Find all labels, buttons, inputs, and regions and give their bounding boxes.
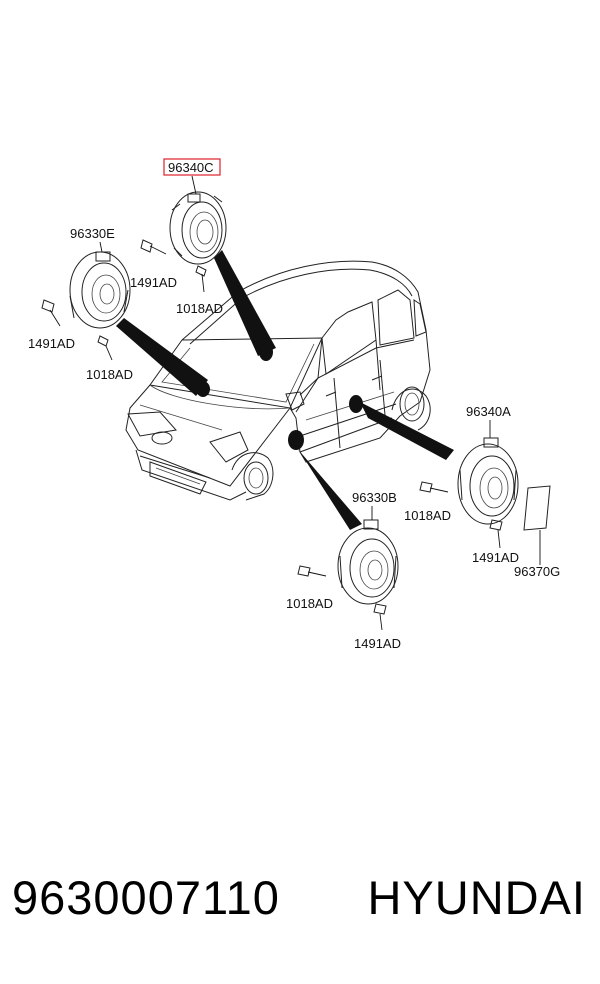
label-1491ad-a: 1491AD	[130, 275, 177, 290]
footer: 9630007110 HYUNDAI	[0, 870, 600, 950]
label-96330e: 96330E	[70, 226, 115, 241]
leader-arrows	[116, 250, 454, 530]
label-96370g: 96370G	[514, 564, 560, 579]
speaker-96330b	[297, 519, 399, 631]
label-1018ad-a: 1018AD	[176, 301, 223, 316]
part-number: 9630007110	[12, 871, 280, 924]
speaker-96340c	[140, 191, 227, 293]
car-illustration	[125, 260, 431, 501]
highlight-box	[163, 158, 221, 176]
label-96330b: 96330B	[352, 490, 397, 505]
label-1018ad-c: 1018AD	[404, 508, 451, 523]
label-96340a: 96340A	[466, 404, 511, 419]
label-1491ad-d: 1491AD	[354, 636, 401, 651]
label-1018ad-d: 1018AD	[286, 596, 333, 611]
callout-labels: 96340C 96330E 1491AD 1018AD 1491AD 1018A…	[28, 158, 560, 651]
label-1018ad-b: 1018AD	[86, 367, 133, 382]
speaker-96340a	[419, 437, 551, 565]
label-96340c: 96340C	[168, 160, 214, 175]
label-1491ad-c: 1491AD	[472, 550, 519, 565]
label-1491ad-b: 1491AD	[28, 336, 75, 351]
speaker-96330e	[41, 251, 131, 361]
brand-name: HYUNDAI	[367, 871, 586, 924]
